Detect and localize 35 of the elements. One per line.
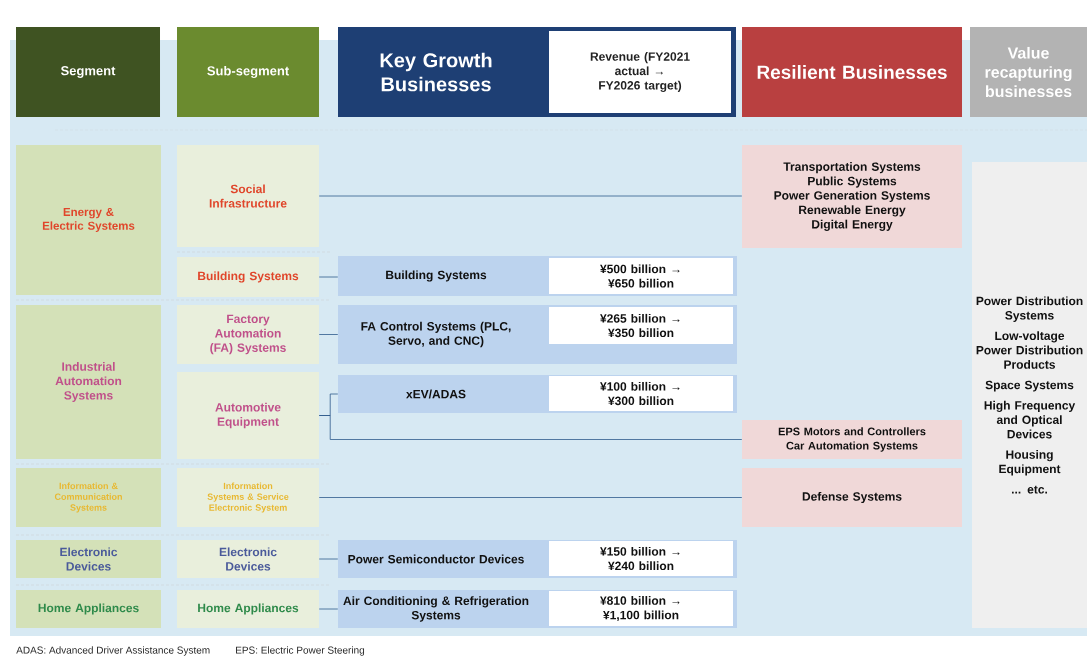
business-list-panel: Power Distribution Systems Low-voltage Power Distribution Products Space Systems High Frequency and Optical Devices Housing Equipment ... etc. (972, 162, 1087, 628)
segment-box: Electronic Devices (16, 540, 161, 578)
connector-line (318, 415, 743, 440)
sub-segment-box: Electronic Devices (177, 540, 319, 578)
footnote: EPS: Electric Power Steering (236, 646, 365, 656)
sub-segment-box: Factory Automation (FA) Systems (177, 305, 319, 364)
sub-segment-box: Automotive Equipment (177, 372, 319, 459)
business-list-box: Transportation Systems Public Systems Power Generation Systems Renewable Energy Digital Energy (742, 145, 962, 248)
sub-segment-box: Social Infrastructure (177, 145, 319, 247)
connector-line (318, 334, 339, 335)
sub-segment-box: Home Appliances (177, 590, 319, 628)
segment-box: Information & Communication Systems (16, 468, 161, 527)
revenue-box: ¥265 billion → ¥350 billion (549, 307, 733, 344)
business-list-box: EPS Motors and Controllers Car Automation Systems (742, 420, 962, 459)
revenue-box: ¥810 billion → ¥1,100 billion (549, 591, 733, 626)
header-box: Sub-segment (177, 27, 319, 117)
header-box: Resilient Businesses (742, 27, 962, 117)
header-box: Value recapturing businesses (970, 27, 1087, 117)
sub-segment-box: Building Systems (177, 257, 319, 297)
connector-line (318, 608, 339, 610)
business-box: Defense Systems (742, 468, 962, 527)
connector-line (318, 497, 743, 498)
footnote: ADAS: Advanced Driver Assistance System (16, 646, 210, 656)
segment-box: Home Appliances (16, 590, 161, 628)
revenue-box: ¥100 billion → ¥300 billion (549, 376, 733, 411)
sub-segment-box: Information Systems & Service Electronic System (177, 468, 319, 527)
revenue-box: ¥150 billion → ¥240 billion (549, 541, 733, 576)
connector-line (318, 276, 339, 278)
segment-box: Energy & Electric Systems (16, 145, 161, 295)
revenue-header-box: Revenue (FY2021 actual → FY2026 target) (549, 31, 731, 113)
connector-line (318, 558, 339, 560)
connector-line (318, 195, 743, 197)
segment-box: Industrial Automation Systems (16, 305, 161, 459)
revenue-box: ¥500 billion → ¥650 billion (549, 258, 733, 294)
header-box: Segment (16, 27, 160, 117)
